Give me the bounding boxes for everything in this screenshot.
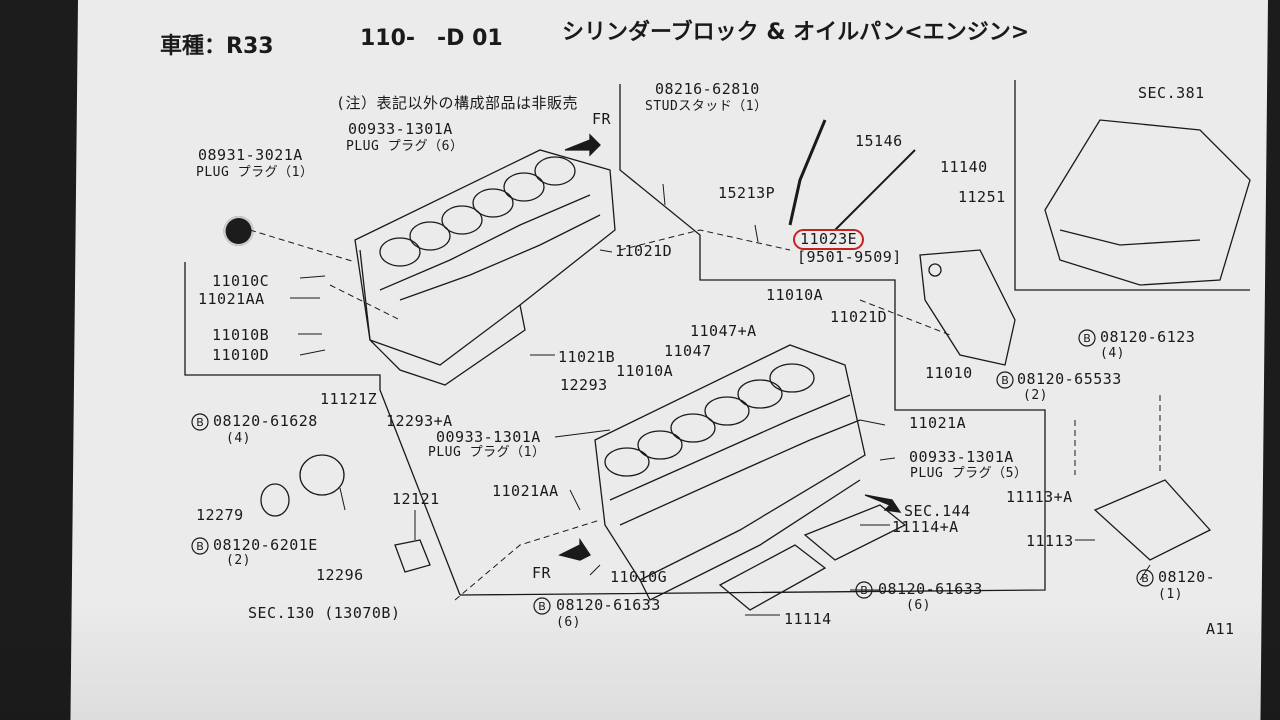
section-code: 110- -D 01	[360, 26, 503, 51]
part-15213p: 15213P	[718, 184, 776, 202]
part-11010g: 11010G	[610, 568, 668, 586]
bolt-qty-4-left: (4)	[226, 431, 251, 446]
baffle-11113	[1093, 479, 1212, 561]
part-11010a-mid: 11010A	[766, 286, 824, 304]
part-11113a: 11113+A	[1006, 488, 1073, 506]
svg-text:B: B	[196, 540, 204, 553]
model-label: 車種：R33	[160, 34, 274, 59]
bolt-qty-1-right: (1)	[1158, 587, 1183, 602]
seal-retainer-drawing	[299, 454, 345, 496]
part-11023e-range: [9501-9509]	[797, 248, 902, 266]
part-12296: 12296	[316, 566, 364, 584]
bolt-08120-6123: 08120-6123	[1100, 328, 1196, 346]
svg-text:B: B	[538, 600, 546, 613]
bolt-08120-61633-b: 08120-61633	[878, 580, 983, 598]
page-title: シリンダーブロック & オイルパン<エンジン>	[562, 20, 1030, 45]
bolt-08120-partial: 08120-	[1158, 568, 1216, 586]
part-12279: 12279	[196, 506, 244, 524]
part-00933-1301a-right: 00933-1301A	[909, 448, 1014, 466]
part-11047a: 11047+A	[690, 322, 757, 340]
frame-line	[184, 262, 461, 596]
fr-label-bottom: FR	[532, 564, 552, 582]
part-15146: 15146	[855, 132, 903, 150]
section-144-ref: SEC.144	[904, 502, 971, 520]
part-12121: 12121	[392, 490, 440, 508]
bolt-qty-2-left: (2)	[226, 553, 251, 568]
part-11021b: 11021B	[558, 348, 616, 366]
svg-text:B: B	[196, 416, 204, 429]
part-11121z: 11121Z	[320, 390, 378, 408]
sec144-arrow	[864, 494, 902, 513]
part-11114a: 11114+A	[892, 518, 959, 536]
page-code: A11	[1206, 620, 1235, 638]
svg-text:B: B	[860, 584, 868, 597]
bolt-08120-61633-a: 08120-61633	[556, 596, 661, 614]
lower-block-drawing	[594, 344, 866, 601]
stud-qty: STUDスタッド（1）	[645, 99, 768, 114]
section-381-ref: SEC.381	[1138, 84, 1205, 102]
dipstick-drawing	[788, 119, 827, 226]
plug-qty-5: PLUG プラグ（5）	[910, 466, 1028, 481]
part-11010d: 11010D	[212, 346, 270, 364]
part-12293a: 12293+A	[386, 412, 453, 430]
bolt-08120-6201e: 08120-6201E	[213, 536, 318, 554]
plug-qty-1-mid: PLUG プラグ（1）	[428, 445, 546, 460]
plug-qty-6: PLUG プラグ（6）	[346, 139, 464, 154]
baffle-11114a	[803, 504, 907, 561]
part-08216-62810: 08216-62810	[655, 80, 760, 98]
part-11010: 11010	[925, 364, 973, 382]
part-08931-3021a: 08931-3021A	[198, 146, 303, 164]
part-11021d-right: 11021D	[830, 308, 888, 326]
part-11251: 11251	[958, 188, 1006, 206]
part-11114: 11114	[784, 610, 832, 628]
not-sold-note: (注）表記以外の構成部品は非販売	[336, 94, 579, 112]
upper-block-drawing	[354, 149, 616, 386]
bolt-qty-4-right: (4)	[1100, 346, 1125, 361]
part-11021aa-low: 11021AA	[492, 482, 559, 500]
bolt-08120-65533: 08120-65533	[1017, 370, 1122, 388]
part-11023e-circled: 11023E	[793, 229, 865, 250]
bolt-qty-2-right: (2)	[1023, 388, 1048, 403]
knock-sensor-drawing	[394, 539, 431, 573]
bolt-qty-6-a: (6)	[556, 615, 581, 630]
frame-line	[1014, 80, 1250, 291]
part-11021a: 11021A	[909, 414, 967, 432]
fr-label-top: FR	[592, 110, 612, 128]
bolt-qty-6-b: (6)	[906, 598, 931, 613]
frame-line	[459, 84, 1046, 596]
part-11010b: 11010B	[212, 326, 270, 344]
baffle-11114	[718, 544, 827, 611]
oil-seal-drawing	[260, 483, 290, 517]
part-11021aa-left: 11021AA	[198, 290, 265, 308]
fr-arrow-bottom	[558, 537, 591, 561]
svg-text:B: B	[1141, 572, 1149, 585]
part-11047: 11047	[664, 342, 712, 360]
part-00933-1301a-mid: 00933-1301A	[436, 428, 541, 446]
svg-text:B: B	[1083, 332, 1091, 345]
part-11010c: 11010C	[212, 272, 270, 290]
oil-pan-drawing	[1044, 119, 1251, 286]
part-11021d-top: 11021D	[615, 242, 673, 260]
svg-text:B: B	[1001, 374, 1009, 387]
bolt-08120-61628: 08120-61628	[213, 412, 318, 430]
part-11010a-lower: 11010A	[616, 362, 674, 380]
gasket-drawing	[919, 249, 1016, 366]
plug-qty-1-top: PLUG プラグ（1）	[196, 165, 314, 180]
part-11113: 11113	[1026, 532, 1074, 550]
part-11140: 11140	[940, 158, 988, 176]
part-00933-1301a-top: 00933-1301A	[348, 120, 453, 138]
part-12293: 12293	[560, 376, 608, 394]
section-130-ref: SEC.130 (13070B)	[248, 604, 401, 622]
fr-arrow-top	[564, 133, 601, 157]
